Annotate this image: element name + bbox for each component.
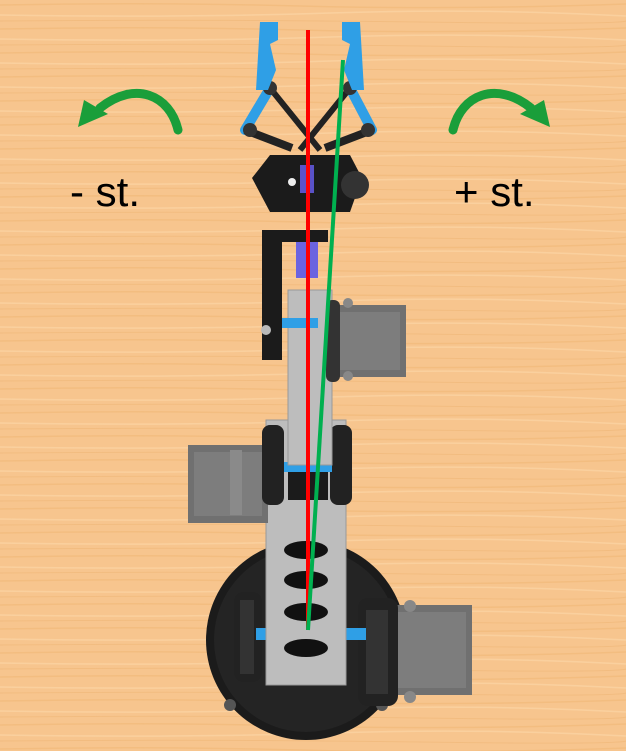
base-left-bracket <box>234 592 262 682</box>
gripper-body <box>252 155 369 212</box>
rotated-axis-line <box>306 59 345 631</box>
counterclockwise-arrow-icon <box>78 88 183 135</box>
clockwise-arrow-icon <box>448 88 550 135</box>
gripper-finger-left <box>256 22 278 90</box>
gripper-finger-right <box>342 22 364 90</box>
base-servo <box>358 598 472 706</box>
positive-step-label: + st. <box>454 168 535 215</box>
negative-step-label: - st. <box>70 168 140 215</box>
wrist-servo <box>278 298 406 382</box>
